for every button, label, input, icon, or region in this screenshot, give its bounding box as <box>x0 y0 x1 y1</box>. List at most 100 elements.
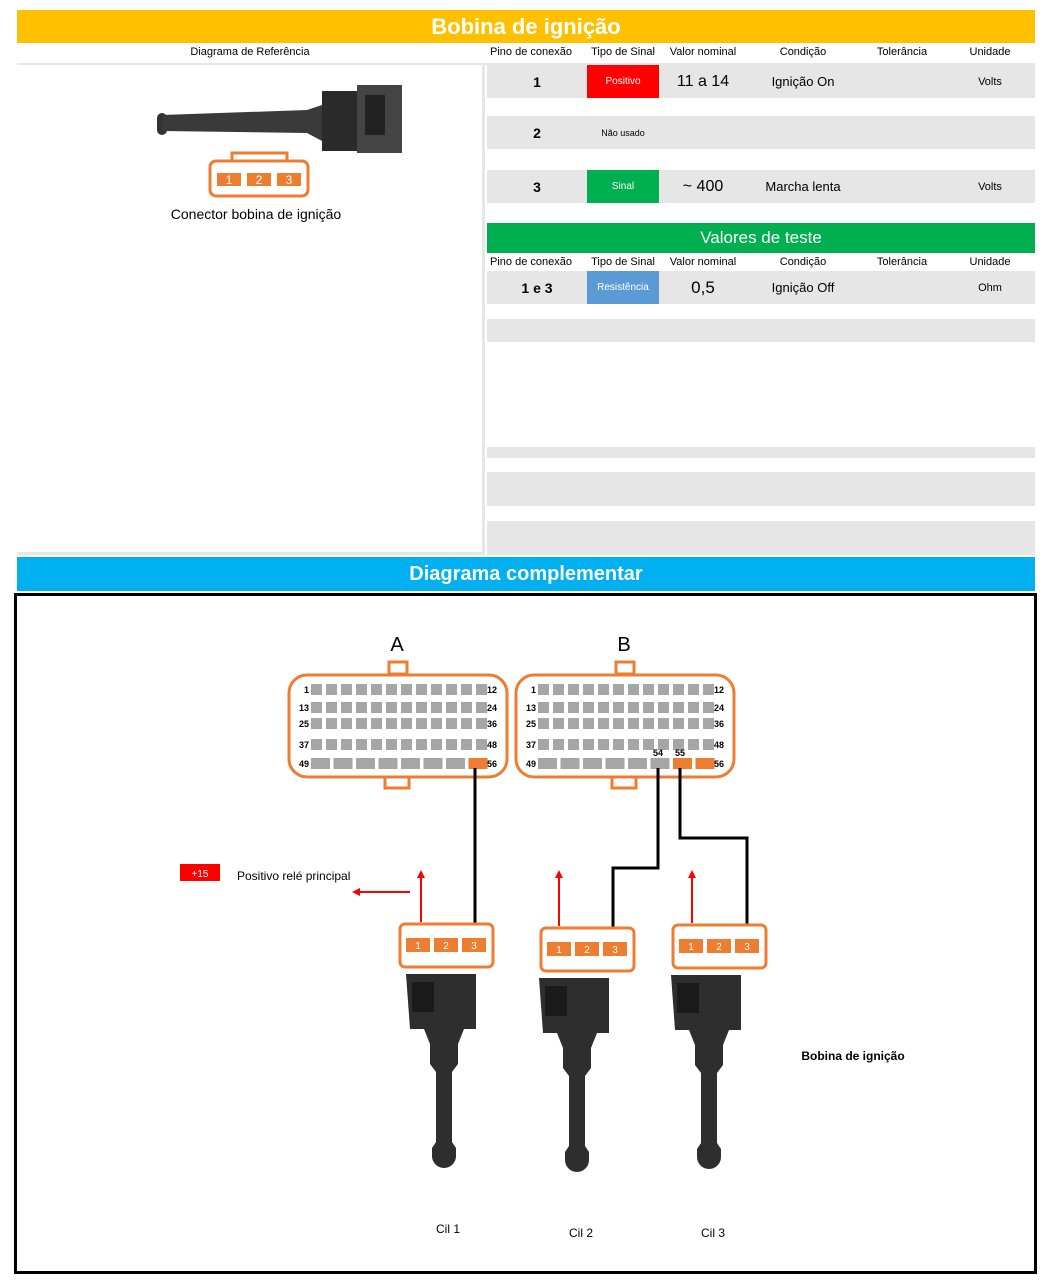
pin-number: 37 <box>299 740 309 750</box>
connector-pin-label: 2 <box>256 173 263 187</box>
test-unit: Ohm <box>978 281 1002 294</box>
connector-a <box>287 673 509 779</box>
col-tolerance: Tolerância <box>876 256 928 268</box>
pin <box>326 718 337 729</box>
pin-number: 25 <box>299 719 309 729</box>
pin <box>703 684 714 695</box>
table-row: 1 Positivo 11 a 14 Ignição On Volts <box>487 65 1035 98</box>
pin <box>333 758 353 769</box>
pin <box>538 684 549 695</box>
coil-pin <box>434 938 458 952</box>
pin <box>461 684 472 695</box>
pin <box>431 684 442 695</box>
pin-number: 1 <box>531 685 536 695</box>
pin <box>658 684 669 695</box>
coil-plug <box>677 983 699 1013</box>
pin <box>538 718 549 729</box>
test-column-headers: Pino de conexão Tipo de Sinal Valor nomi… <box>487 256 1035 270</box>
coil-pin-label: 1 <box>415 941 421 952</box>
table-row: 3 Sinal ~ 400 Marcha lenta Volts <box>487 170 1035 203</box>
pin <box>643 739 654 750</box>
arrow-head <box>352 888 360 896</box>
pin <box>703 702 714 713</box>
pin <box>476 684 487 695</box>
pin <box>560 758 580 769</box>
coil-pin <box>547 942 571 956</box>
pin-number: 56 <box>487 759 497 769</box>
col-pin: Pino de conexão <box>490 46 572 58</box>
column-headers: Pino de conexão Tipo de Sinal Valor nomi… <box>487 46 1035 62</box>
row-condition <box>757 116 849 149</box>
pin <box>583 758 602 769</box>
pin <box>401 758 420 769</box>
pin <box>356 739 367 750</box>
test-value: 0,5 <box>691 277 715 297</box>
pin <box>371 702 382 713</box>
pin <box>568 739 579 750</box>
cylinder-label: Cil 2 <box>569 1226 593 1240</box>
pin <box>476 702 487 713</box>
pin <box>553 702 564 713</box>
pin <box>598 718 609 729</box>
pin <box>583 702 594 713</box>
cylinder-label: Cil 1 <box>436 1222 460 1236</box>
plus15-label: Positivo relé principal <box>237 869 350 883</box>
pin <box>461 718 472 729</box>
pin <box>386 739 397 750</box>
pin <box>628 684 639 695</box>
connector-icon: 1 2 3 <box>208 151 310 198</box>
pin <box>431 702 442 713</box>
pin <box>356 758 375 769</box>
row-unit: Volts <box>978 180 1002 193</box>
coil-label: Bobina de ignição <box>801 1049 904 1063</box>
pin <box>688 718 699 729</box>
connector-caption: Conector bobina de ignição <box>170 206 342 222</box>
row-value: 11 a 14 <box>676 72 730 90</box>
coil-pin-label: 1 <box>688 942 694 953</box>
pin-number: 36 <box>487 719 497 729</box>
row-condition: Marcha lenta <box>765 179 841 194</box>
pin <box>688 702 699 713</box>
pin <box>643 718 654 729</box>
pin <box>311 739 322 750</box>
row-pin: 3 <box>533 178 541 195</box>
pin-number: 56 <box>714 759 724 769</box>
pin <box>461 739 472 750</box>
pin <box>311 684 322 695</box>
test-condition: Ignição Off <box>771 280 835 295</box>
col-condition: Condição <box>779 46 827 58</box>
test-pin: 1 e 3 <box>521 279 553 296</box>
pin-number: 48 <box>487 740 497 750</box>
pin <box>673 684 684 695</box>
pin <box>416 739 427 750</box>
coil-pin <box>735 939 759 953</box>
pin <box>553 684 564 695</box>
coil-pin-label: 3 <box>612 945 618 956</box>
pin-number: 1 <box>304 685 309 695</box>
row-pin: 2 <box>533 124 541 141</box>
col-value: Valor nominal <box>669 256 737 268</box>
pin <box>598 684 609 695</box>
coil-pin <box>603 942 627 956</box>
pin <box>446 739 457 750</box>
coil-pin <box>406 938 430 952</box>
connector-pin-label: 3 <box>286 173 293 187</box>
col-signal: Tipo de Sinal <box>591 46 655 58</box>
pin <box>386 702 397 713</box>
pin <box>371 684 382 695</box>
coil-plug <box>545 986 567 1016</box>
pin <box>583 718 594 729</box>
coil-image <box>406 974 476 1168</box>
row-condition: Ignição On <box>771 74 835 89</box>
pin-number: 54 <box>653 748 663 758</box>
pin <box>643 702 654 713</box>
coil-plug <box>412 982 434 1012</box>
pin <box>658 718 669 729</box>
wire <box>611 768 660 928</box>
plus15-badge <box>180 864 220 881</box>
pin-number: 25 <box>526 719 536 729</box>
pin <box>476 718 487 729</box>
pin <box>401 739 412 750</box>
pin <box>583 739 594 750</box>
pin <box>431 739 442 750</box>
